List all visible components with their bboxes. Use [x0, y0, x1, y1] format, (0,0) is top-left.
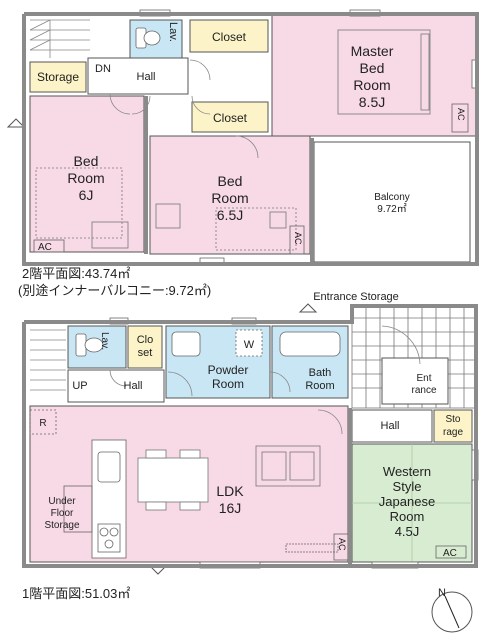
- bed2-line-1: Bed: [218, 173, 243, 189]
- master-bed-line-1: Master: [351, 43, 394, 59]
- master-ac-label: AC: [456, 108, 466, 121]
- japanese-ac-box: [435, 545, 467, 559]
- bath-line-1: Bath: [309, 367, 332, 379]
- floor1-up-label: UP: [72, 380, 87, 392]
- japanese-ac-label: AC: [443, 548, 457, 559]
- washer-box: [235, 329, 263, 357]
- floor1-closet: [127, 325, 163, 369]
- floor1-r-label: R: [39, 418, 46, 429]
- bed1-line-2: Room: [67, 170, 104, 186]
- floor1-toilet-icon: [75, 333, 104, 357]
- floor1-stairs: [30, 329, 66, 391]
- floor2-lav-label: Lav.: [167, 22, 179, 42]
- balcony-line-2: 9.72㎡: [377, 203, 406, 215]
- floor1-hall-left: [67, 369, 165, 403]
- floor2-entry-arrow: [6, 118, 26, 128]
- master-bed-line-2: Bed: [360, 60, 385, 76]
- sofa: [255, 445, 321, 487]
- floor1-w-label: W: [244, 339, 255, 351]
- floor2-storage-label: Storage: [37, 70, 79, 84]
- floor2-closet-top-label: Closet: [212, 30, 247, 44]
- bed2-ac-label: AC: [293, 232, 303, 245]
- master-bed-icon: [337, 29, 431, 115]
- floor2-stairs: [29, 19, 90, 58]
- bed1-ac-label: AC: [38, 242, 52, 253]
- bed1-line-1: Bed: [74, 153, 99, 169]
- floor2-hall-label: Hall: [137, 71, 156, 83]
- bed1-line-3: 6J: [79, 187, 94, 203]
- under-floor-storage-box: [63, 485, 93, 533]
- floor2-closet-top: [189, 19, 269, 53]
- floor2-walls: [22, 12, 479, 266]
- powder-line-1: Powder: [208, 363, 249, 377]
- floor2-caption-line-2: (別途インナーバルコニー:9.72㎡): [18, 283, 212, 298]
- floor1-plan: [22, 303, 479, 575]
- western-line-3: Japanese: [379, 494, 435, 509]
- bed2-line-2: Room: [211, 190, 248, 206]
- floor2-closet-mid: [191, 101, 269, 133]
- master-bed-line-4: 8.5J: [359, 94, 385, 110]
- master-ac-box: [451, 103, 469, 133]
- floor1-walls: [22, 304, 478, 568]
- floor2-hall: [87, 57, 189, 95]
- floor2-bed-room-1: [29, 95, 145, 253]
- entrance-line-2: rance: [411, 385, 436, 396]
- master-bed-line-3: Room: [353, 77, 390, 93]
- bed2-ac-box: [289, 225, 305, 255]
- floor1-caption: 1階平面図:51.03㎡: [22, 586, 131, 601]
- storage-line-2: rage: [443, 427, 463, 438]
- kitchen-counter: [91, 439, 127, 559]
- ldk-line-1: LDK: [216, 483, 244, 499]
- entrance-floor: [381, 357, 449, 405]
- floor1-lav-label: Lav.: [99, 332, 110, 350]
- toilet-icon: [135, 27, 161, 49]
- floor1-hall-right: [351, 409, 433, 443]
- western-line-2: Style: [393, 479, 422, 494]
- bed2-line-3: 6.5J: [217, 207, 243, 223]
- western-line-5: 4.5J: [395, 524, 420, 539]
- floor1-hall-left-label: Hall: [124, 380, 143, 392]
- western-line-1: Western: [383, 464, 431, 479]
- under-floor-line-1: Under: [48, 496, 76, 507]
- compass-north-label: N: [438, 587, 446, 599]
- tv-board: [285, 543, 339, 553]
- floor2-closet-mid-label: Closet: [213, 111, 248, 125]
- floor1-closet-line-1: Clo: [137, 334, 154, 346]
- western-line-4: Room: [390, 509, 425, 524]
- ldk-line-2: 16J: [219, 500, 242, 516]
- floor2-plan: [6, 9, 479, 266]
- under-floor-line-2: Floor: [51, 508, 74, 519]
- ldk-ac-label: AC: [337, 538, 347, 551]
- floor2-caption-line-1: 2階平面図:43.74㎡: [22, 266, 131, 281]
- floor1-closet-line-2: set: [138, 347, 153, 359]
- bath-line-2: Room: [305, 380, 334, 392]
- floor1-storage: [433, 409, 473, 443]
- floor2-master-bed-room: [271, 13, 478, 137]
- floor1-hall-right-label: Hall: [381, 420, 400, 432]
- floor2-dn-label: DN: [95, 63, 111, 75]
- entrance-line-1: Ent: [416, 373, 431, 384]
- entrance-storage-label: Entrance Storage: [313, 291, 399, 303]
- floor2-bed-room-2: [149, 135, 311, 255]
- dining-table: [137, 449, 209, 511]
- floor1-side-arrow: [298, 303, 318, 313]
- floor2-balcony: [313, 141, 471, 263]
- storage-line-1: Sto: [445, 414, 460, 425]
- powder-line-2: Room: [212, 377, 244, 391]
- balcony-line-1: Balcony: [374, 192, 410, 203]
- compass-icon: [431, 591, 473, 633]
- entrance-storage-grid: [351, 305, 477, 409]
- bed1-ac-box: [33, 239, 65, 253]
- under-floor-line-3: Storage: [44, 520, 79, 531]
- floor2-storage: [29, 61, 87, 93]
- floor1-door-swings: [109, 369, 343, 435]
